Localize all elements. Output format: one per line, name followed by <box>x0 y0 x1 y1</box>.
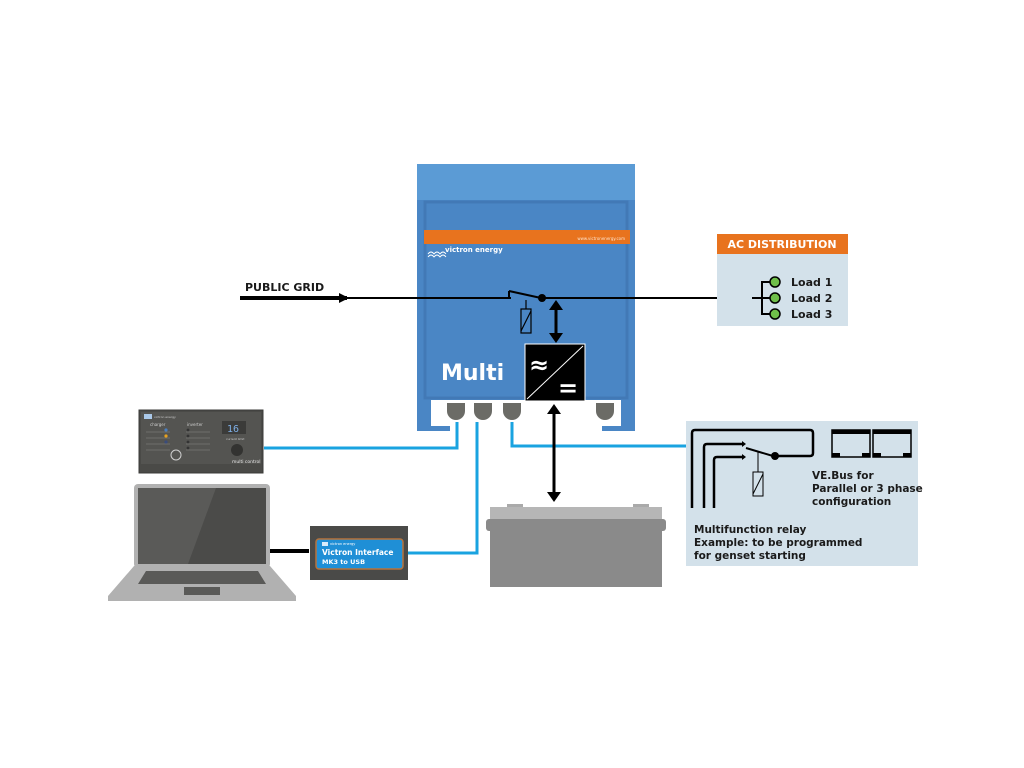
led-icon <box>164 428 168 432</box>
inverter-right-foot-base <box>602 426 635 431</box>
interface-label-plate <box>315 538 404 570</box>
cable-gland <box>447 403 465 420</box>
relay-contact-nc <box>742 441 746 447</box>
laptop-screen-shade <box>188 488 266 564</box>
ac-power-line <box>240 290 752 303</box>
panel-brand: victron energy <box>154 415 176 419</box>
laptop-trackpad <box>184 587 220 595</box>
panel-product-label: multi control <box>232 459 261 465</box>
laptop-keyboard <box>138 571 266 584</box>
vebus-line-3: configuration <box>812 496 891 508</box>
load-1-terminal-icon <box>769 276 781 288</box>
inverter-website: www.victronenergy.com <box>577 236 625 241</box>
battery-body <box>490 519 662 587</box>
ac-distribution-panel[interactable]: AC DISTRIBUTION Load 1 Load 2 Load 3 <box>717 234 848 326</box>
battery-icon[interactable] <box>486 504 666 587</box>
current-limit-knob[interactable] <box>231 444 243 456</box>
relay-contact-no <box>742 454 746 460</box>
vebus-line-1: VE.Bus for <box>812 470 874 482</box>
relay-line-1: Multifunction relay <box>694 524 807 536</box>
victron-logo-icon <box>427 251 447 258</box>
relay-vebus-panel[interactable]: VE.Bus for Parallel or 3 phase configura… <box>686 421 923 566</box>
ac-converter-arrow <box>549 300 563 343</box>
cable-gland <box>596 403 614 420</box>
cable-relay-panel <box>510 420 688 448</box>
cable-glands <box>447 403 614 420</box>
interface-line2: MK3 to USB <box>322 558 365 566</box>
cable-gland <box>503 403 521 420</box>
led-icon <box>164 434 168 438</box>
inverter-brand: victron energy <box>445 246 503 254</box>
converter-ac-symbol: ≈ <box>529 351 549 379</box>
multi-inverter[interactable]: www.victronenergy.com victron energy Mul… <box>417 164 635 431</box>
load-1[interactable]: Load 1 <box>769 276 832 289</box>
inverter-leds <box>186 428 210 451</box>
display-readout <box>222 421 246 434</box>
relay-switch-blade <box>745 447 774 457</box>
inverter-right-foot <box>621 405 635 431</box>
cable-gland <box>474 403 492 420</box>
current-limit-label: current limit <box>226 437 245 441</box>
load-3-label: Load 3 <box>791 308 832 321</box>
relay-wiring <box>690 428 815 508</box>
led-icon <box>186 434 190 438</box>
communication-cables <box>264 420 688 555</box>
vebus-port-1-icon <box>831 429 871 458</box>
display-value: 16 <box>227 424 239 435</box>
load-2[interactable]: Load 2 <box>769 292 832 305</box>
ac-distribution-header <box>717 234 848 254</box>
charger-heading: charger <box>150 422 166 427</box>
multi-control-panel[interactable]: victron energy charger inverter 16 curre… <box>138 409 264 474</box>
dc-battery-arrow <box>547 404 561 502</box>
relay-line-2: Example: to be programmed <box>694 537 862 549</box>
relay-coil-icon <box>752 471 764 497</box>
inverter-model-label: Multi <box>441 361 504 386</box>
led-icon <box>186 446 190 450</box>
led-icon <box>164 440 168 444</box>
ac-distribution-title: AC DISTRIBUTION <box>727 238 836 251</box>
led-icon <box>186 428 190 432</box>
load-1-label: Load 1 <box>791 276 832 289</box>
inverter-top-panel <box>417 164 635 200</box>
load-2-terminal-icon <box>769 292 781 304</box>
victron-logo-icon <box>322 542 328 546</box>
load-3-terminal-icon <box>769 308 781 320</box>
inverter-heading: inverter <box>187 422 203 427</box>
inverter-left-foot <box>417 405 431 431</box>
inverter-orange-stripe <box>424 230 630 244</box>
switch-pivot-dot <box>538 294 546 302</box>
laptop-icon[interactable] <box>108 484 309 601</box>
victron-logo-icon <box>144 414 152 419</box>
relay-coil-icon <box>520 308 532 334</box>
converter-dc-symbol: = <box>558 374 578 402</box>
battery-lid <box>490 507 662 519</box>
load-2-label: Load 2 <box>791 292 832 305</box>
vebus-line-2: Parallel or 3 phase <box>812 483 923 495</box>
converter-diagonal <box>526 345 584 400</box>
public-grid-label: PUBLIC GRID <box>245 281 324 294</box>
relay-coil-diagonal <box>520 310 532 332</box>
led-icon <box>186 440 190 444</box>
mode-switch-icon[interactable] <box>170 449 182 461</box>
charger-leds <box>146 428 170 451</box>
transfer-switch-blade <box>508 290 542 299</box>
inverter-left-foot-base <box>417 426 450 431</box>
mk3-usb-interface[interactable]: victron energy Victron Interface MK3 to … <box>310 526 408 580</box>
load-3[interactable]: Load 3 <box>769 308 832 321</box>
interface-line1: Victron Interface <box>322 548 393 557</box>
relay-pivot-dot <box>771 452 779 460</box>
relay-line-3: for genset starting <box>694 550 806 562</box>
relay-coil-diagonal <box>752 473 764 495</box>
cable-mk3-interface <box>408 420 479 555</box>
interface-brand: victron energy <box>330 542 355 546</box>
cable-remote-panel <box>264 420 459 450</box>
vebus-port-2-icon <box>872 429 912 458</box>
